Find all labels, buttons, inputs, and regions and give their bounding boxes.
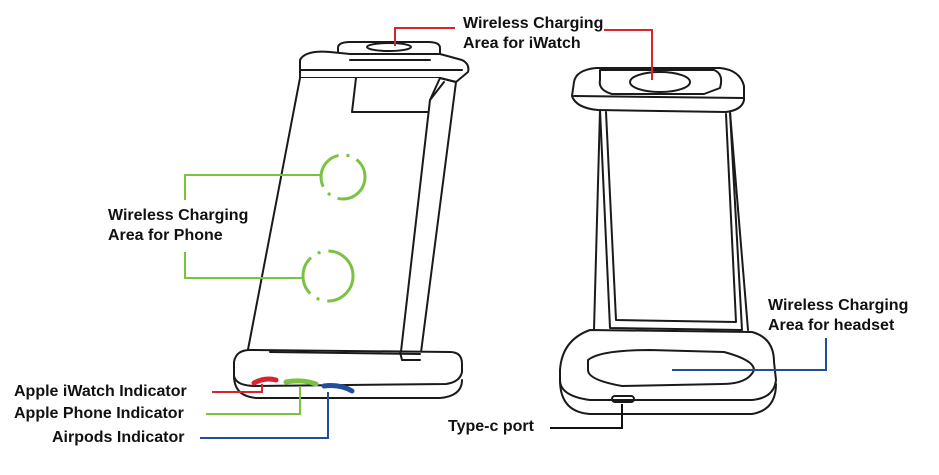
- phone-area-callout-lower: [184, 252, 302, 279]
- lower-phone-coil: [301, 249, 355, 303]
- type-c-port-label: Type-c port: [448, 418, 534, 435]
- type-c-port-slot: [611, 395, 635, 403]
- phone-indicator-label: Apple Phone Indicator: [14, 405, 184, 422]
- iwatch-indicator-light: [251, 376, 279, 386]
- type-c-port-callout: [550, 404, 623, 429]
- phone-charging-coils: [301, 153, 367, 303]
- front-view-stand: [233, 41, 470, 399]
- watch-area-label-line2: Area for iWatch: [463, 35, 581, 52]
- watch-area-label: Wireless Charging Area for iWatch: [463, 14, 603, 54]
- watch-area-callout: [394, 27, 455, 46]
- phone-area-label: Wireless Charging Area for Phone: [108, 206, 248, 246]
- phone-indicator-light: [283, 378, 319, 387]
- iwatch-indicator-callout: [212, 384, 263, 393]
- phone-area-label-line1: Wireless Charging: [108, 207, 249, 224]
- iwatch-indicator-label: Apple iWatch Indicator: [14, 383, 187, 400]
- airpods-indicator-callout: [200, 392, 329, 439]
- airpods-indicator-light: [321, 383, 355, 394]
- upper-phone-coil: [319, 153, 367, 201]
- airpods-indicator-label: Airpods Indicator: [52, 429, 185, 446]
- watch-area-callout-right: [604, 29, 653, 80]
- indicator-lights: [251, 376, 355, 394]
- headset-area-label-line1: Wireless Charging: [768, 297, 909, 314]
- back-view-stand: [559, 67, 777, 415]
- watch-area-label-line1: Wireless Charging: [463, 15, 604, 32]
- headset-area-callout: [672, 338, 827, 371]
- phone-indicator-callout: [206, 386, 301, 415]
- phone-area-callout-upper: [184, 174, 320, 200]
- headset-area-label: Wireless Charging Area for headset: [768, 296, 908, 336]
- headset-area-label-line2: Area for headset: [768, 317, 895, 334]
- phone-area-label-line2: Area for Phone: [108, 227, 223, 244]
